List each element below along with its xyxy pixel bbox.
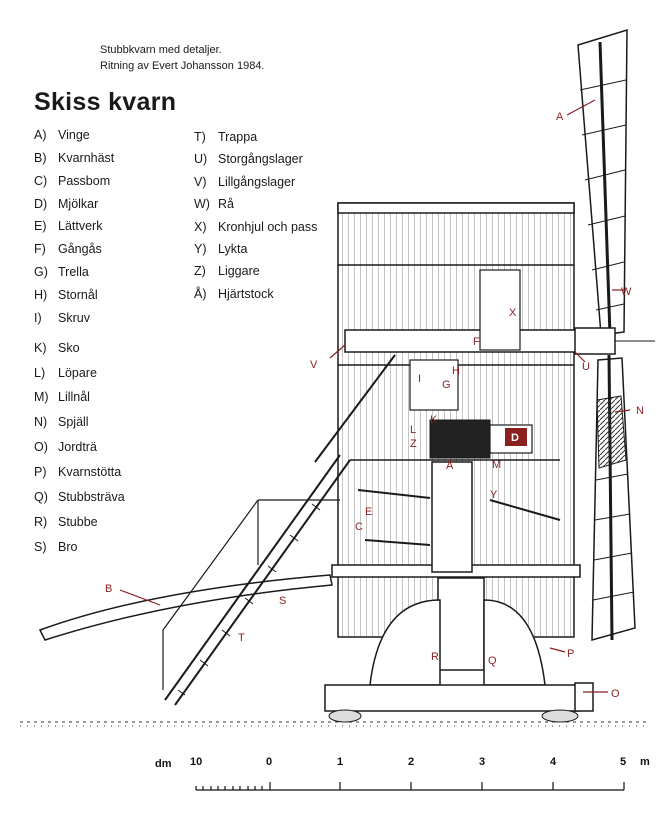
- label-A: A: [556, 111, 564, 123]
- caption-line-1: Stubbkvarn med detaljer.: [100, 44, 222, 56]
- label-P: P: [567, 648, 574, 660]
- legend-item: T)Trappa: [194, 130, 258, 144]
- scale-tick-2: 2: [408, 756, 414, 768]
- lower-sail: [591, 354, 636, 641]
- scale-bar: dm 10 0 1 2 3 4 5 m: [155, 756, 650, 791]
- legend-item: F)Gångås: [34, 242, 102, 256]
- legend-item: L)Löpare: [34, 366, 97, 380]
- legend-item: C)Passbom: [34, 174, 111, 188]
- scale-tick-0: 0: [266, 756, 272, 768]
- scale-tick-3: 3: [479, 756, 485, 768]
- label-W: W: [621, 286, 632, 298]
- legend-item: B)Kvarnhäst: [34, 151, 115, 165]
- legend-item: K)Sko: [34, 341, 80, 355]
- legend-item: E)Lättverk: [34, 219, 103, 233]
- legend-item: Z)Liggare: [194, 264, 260, 278]
- legend-item: Q)Stubbsträva: [34, 490, 125, 504]
- legend-item: A)Vinge: [34, 128, 90, 142]
- label-N: N: [636, 405, 644, 417]
- legend-item: M)Lillnål: [34, 390, 90, 404]
- label-B: B: [105, 583, 112, 595]
- bridge-and-stairs: [38, 354, 396, 706]
- scale-tick-5: 5: [620, 756, 626, 768]
- leader-lines: [119, 99, 631, 693]
- page-title: Skiss kvarn: [34, 88, 177, 116]
- legend-item: O)Jordträ: [34, 440, 97, 454]
- label-V: V: [310, 359, 318, 371]
- legend-item: Å)Hjärtstock: [194, 287, 274, 301]
- ground-line: [20, 721, 650, 727]
- scale-tick-4: 4: [550, 756, 557, 768]
- label-O: O: [611, 688, 620, 700]
- label-I: I: [418, 373, 421, 385]
- scale-tick-10: 10: [190, 756, 202, 768]
- label-T: T: [238, 632, 245, 644]
- label-F: F: [473, 336, 480, 348]
- legend-item: X)Kronhjul och pass: [194, 220, 318, 234]
- legend-item: G)Trella: [34, 265, 89, 279]
- scale-unit-m: m: [640, 756, 650, 768]
- upper-sail: [577, 28, 628, 336]
- label-M: M: [492, 459, 501, 471]
- legend-item: P)Kvarnstötta: [34, 465, 122, 479]
- legend-item: U)Storgångslager: [194, 152, 303, 166]
- label-X: X: [509, 307, 517, 319]
- label-E: E: [365, 506, 372, 518]
- label-C: C: [355, 521, 363, 533]
- label-AA: Å: [446, 459, 454, 472]
- legend-item: I)Skruv: [34, 311, 90, 325]
- mill-body: [324, 202, 655, 723]
- label-G: G: [442, 379, 451, 391]
- label-K: K: [430, 414, 438, 426]
- label-S: S: [279, 595, 286, 607]
- label-U: U: [582, 361, 590, 373]
- legend-item: V)Lillgångslager: [194, 175, 296, 189]
- label-Y: Y: [490, 489, 498, 501]
- label-R: R: [431, 651, 439, 663]
- legend-item: W)Rå: [194, 197, 234, 211]
- drawing-caption: Stubbkvarn med detaljer. Ritning av Ever…: [100, 42, 265, 74]
- label-Z: Z: [410, 438, 417, 450]
- legend-item: N)Spjäll: [34, 415, 89, 429]
- legend-item: S)Bro: [34, 540, 78, 554]
- scale-tick-1: 1: [337, 756, 343, 768]
- caption-line-2: Ritning av Evert Johansson 1984.: [100, 60, 265, 72]
- legend-item: H)Stornål: [34, 288, 98, 302]
- part-labels: A B C D E F G H I K L M N O P Q R S T U …: [105, 111, 644, 700]
- label-L: L: [410, 424, 416, 436]
- label-Q: Q: [488, 655, 497, 667]
- legend-item: Y)Lykta: [194, 242, 248, 256]
- legend-item: D)Mjölkar: [34, 197, 99, 211]
- label-H: H: [452, 365, 460, 377]
- label-D: D: [511, 432, 519, 444]
- legend-item: R)Stubbe: [34, 515, 98, 529]
- scale-unit-dm: dm: [155, 758, 172, 770]
